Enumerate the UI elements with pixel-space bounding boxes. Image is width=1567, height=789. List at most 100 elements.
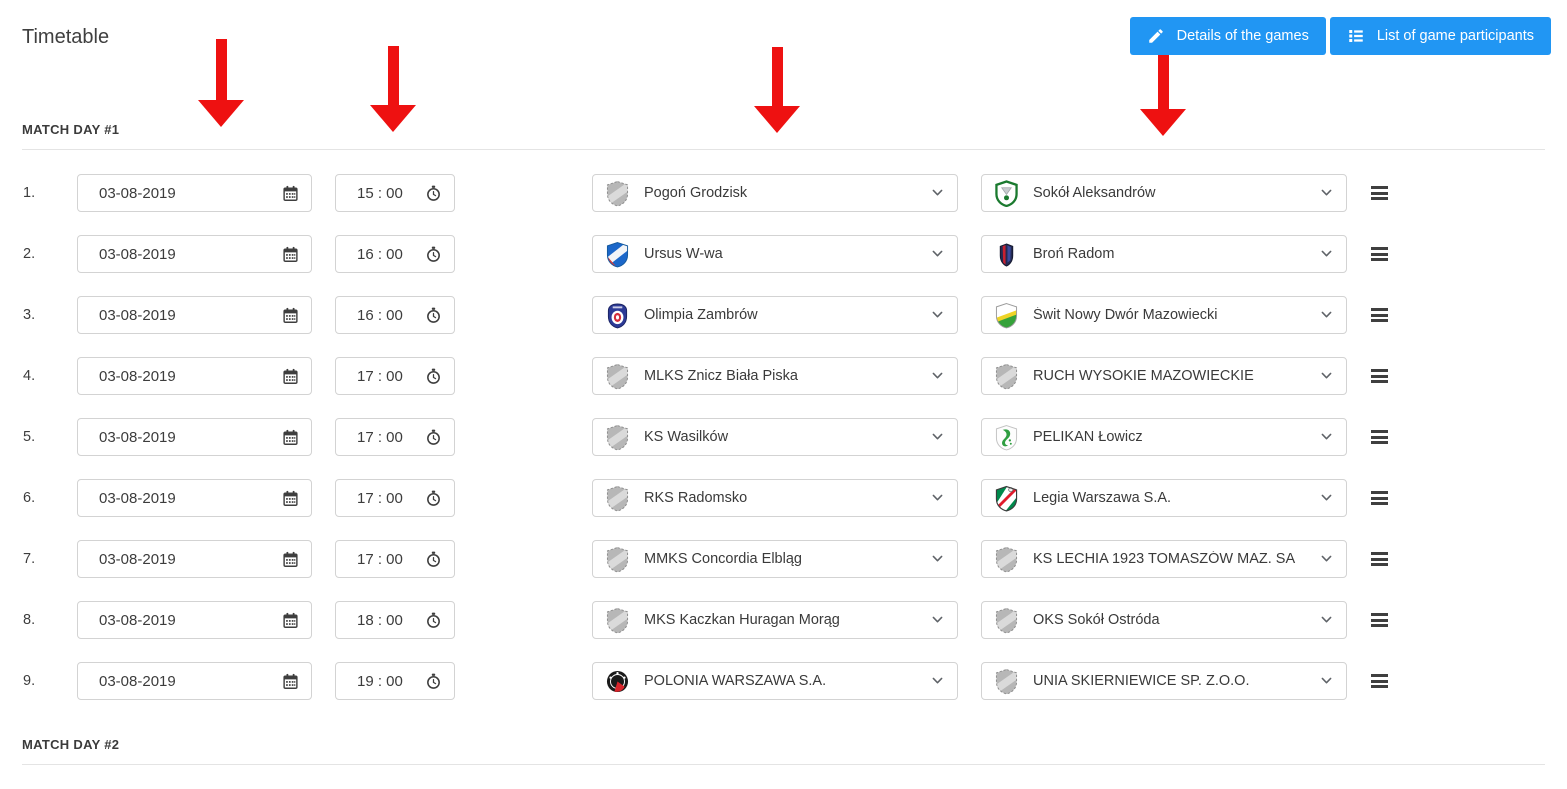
date-value: 03-08-2019 — [99, 672, 176, 690]
away-team-select[interactable]: RUCH WYSOKIE MAZOWIECKIE — [981, 357, 1347, 395]
home-team-select[interactable]: MKS Kaczkan Huragan Morąg — [592, 601, 958, 639]
away-club-crest-icon — [995, 302, 1018, 329]
home-team-name: MMKS Concordia Elbląg — [644, 551, 802, 567]
time-value: 16 : 00 — [357, 306, 403, 324]
calendar-icon[interactable] — [282, 612, 299, 629]
chevron-down-icon — [932, 616, 943, 624]
home-team-select[interactable]: Pogoń Grodzisk — [592, 174, 958, 212]
date-input[interactable]: 03-08-2019 — [77, 174, 312, 212]
time-input[interactable]: 17 : 00 — [335, 418, 455, 456]
section-divider — [22, 149, 1545, 150]
match-row: 6. 03-08-2019 17 : 00 RKS Radomsko Legia… — [23, 479, 1567, 517]
calendar-icon[interactable] — [282, 429, 299, 446]
clock-icon[interactable] — [425, 551, 442, 568]
date-input[interactable]: 03-08-2019 — [77, 601, 312, 639]
time-input[interactable]: 16 : 00 — [335, 296, 455, 334]
away-team-select[interactable]: KS LECHIA 1923 TOMASZÓW MAZ. SA — [981, 540, 1347, 578]
date-input[interactable]: 03-08-2019 — [77, 357, 312, 395]
drag-handle-icon[interactable] — [1371, 428, 1388, 447]
drag-handle-icon[interactable] — [1371, 245, 1388, 264]
time-input[interactable]: 17 : 00 — [335, 479, 455, 517]
date-value: 03-08-2019 — [99, 428, 176, 446]
home-team-select[interactable]: Ursus W-wa — [592, 235, 958, 273]
home-team-name: Ursus W-wa — [644, 246, 723, 262]
chevron-down-icon — [932, 250, 943, 258]
away-team-select[interactable]: OKS Sokół Ostróda — [981, 601, 1347, 639]
away-team-name: Świt Nowy Dwór Mazowiecki — [1033, 307, 1218, 323]
time-input[interactable]: 17 : 00 — [335, 357, 455, 395]
home-team-name: Olimpia Zambrów — [644, 307, 758, 323]
date-value: 03-08-2019 — [99, 306, 176, 324]
drag-handle-icon[interactable] — [1371, 306, 1388, 325]
match-row: 5. 03-08-2019 17 : 00 KS Wasilków PELIKA… — [23, 418, 1567, 456]
clock-icon[interactable] — [425, 490, 442, 507]
match-number: 4. — [23, 368, 36, 384]
time-value: 18 : 00 — [357, 611, 403, 629]
time-input[interactable]: 15 : 00 — [335, 174, 455, 212]
chevron-down-icon — [1321, 250, 1332, 258]
drag-handle-icon[interactable] — [1371, 184, 1388, 203]
away-club-crest-icon — [995, 363, 1018, 390]
section-rows — [0, 765, 1567, 789]
pencil-icon — [1147, 27, 1165, 45]
calendar-icon[interactable] — [282, 673, 299, 690]
date-input[interactable]: 03-08-2019 — [77, 296, 312, 334]
away-club-crest-icon — [995, 668, 1018, 695]
home-team-select[interactable]: MLKS Znicz Biała Piska — [592, 357, 958, 395]
away-team-select[interactable]: PELIKAN Łowicz — [981, 418, 1347, 456]
calendar-icon[interactable] — [282, 490, 299, 507]
calendar-icon[interactable] — [282, 368, 299, 385]
away-team-select[interactable]: UNIA SKIERNIEWICE SP. Z.O.O. — [981, 662, 1347, 700]
away-team-select[interactable]: Sokół Aleksandrów — [981, 174, 1347, 212]
calendar-icon[interactable] — [282, 551, 299, 568]
drag-handle-icon[interactable] — [1371, 367, 1388, 386]
section-label: MATCH DAY #1 — [22, 122, 120, 137]
clock-icon[interactable] — [425, 185, 442, 202]
away-club-crest-icon — [995, 546, 1018, 573]
clock-icon[interactable] — [425, 612, 442, 629]
away-team-name: Legia Warszawa S.A. — [1033, 490, 1172, 506]
home-team-select[interactable]: POLONIA WARSZAWA S.A. — [592, 662, 958, 700]
time-input[interactable]: 16 : 00 — [335, 235, 455, 273]
details-of-games-button[interactable]: Details of the games — [1129, 17, 1326, 55]
time-input[interactable]: 19 : 00 — [335, 662, 455, 700]
toolbar: Details of the games List of game partic… — [1129, 17, 1551, 55]
away-club-crest-icon — [995, 485, 1018, 512]
away-team-name: RUCH WYSOKIE MAZOWIECKIE — [1033, 368, 1254, 384]
away-team-select[interactable]: Świt Nowy Dwór Mazowiecki — [981, 296, 1347, 334]
date-input[interactable]: 03-08-2019 — [77, 540, 312, 578]
list-of-participants-button[interactable]: List of game participants — [1329, 17, 1551, 55]
date-input[interactable]: 03-08-2019 — [77, 235, 312, 273]
date-input[interactable]: 03-08-2019 — [77, 418, 312, 456]
away-team-select[interactable]: Broń Radom — [981, 235, 1347, 273]
date-input[interactable]: 03-08-2019 — [77, 662, 312, 700]
chevron-down-icon — [932, 372, 943, 380]
calendar-icon[interactable] — [282, 246, 299, 263]
drag-handle-icon[interactable] — [1371, 672, 1388, 691]
home-team-select[interactable]: RKS Radomsko — [592, 479, 958, 517]
chevron-down-icon — [1321, 494, 1332, 502]
away-team-select[interactable]: Legia Warszawa S.A. — [981, 479, 1347, 517]
clock-icon[interactable] — [425, 429, 442, 446]
home-team-select[interactable]: MMKS Concordia Elbląg — [592, 540, 958, 578]
clock-icon[interactable] — [425, 307, 442, 324]
clock-icon[interactable] — [425, 673, 442, 690]
chevron-down-icon — [1321, 616, 1332, 624]
time-input[interactable]: 17 : 00 — [335, 540, 455, 578]
home-team-select[interactable]: KS Wasilków — [592, 418, 958, 456]
drag-handle-icon[interactable] — [1371, 550, 1388, 569]
match-number: 6. — [23, 490, 36, 506]
time-input[interactable]: 18 : 00 — [335, 601, 455, 639]
time-value: 17 : 00 — [357, 367, 403, 385]
clock-icon[interactable] — [425, 246, 442, 263]
calendar-icon[interactable] — [282, 307, 299, 324]
home-team-name: KS Wasilków — [644, 429, 729, 445]
chevron-down-icon — [932, 311, 943, 319]
date-input[interactable]: 03-08-2019 — [77, 479, 312, 517]
drag-handle-icon[interactable] — [1371, 489, 1388, 508]
home-team-select[interactable]: Olimpia Zambrów — [592, 296, 958, 334]
match-row: 8. 03-08-2019 18 : 00 MKS Kaczkan Huraga… — [23, 601, 1567, 639]
drag-handle-icon[interactable] — [1371, 611, 1388, 630]
calendar-icon[interactable] — [282, 185, 299, 202]
clock-icon[interactable] — [425, 368, 442, 385]
